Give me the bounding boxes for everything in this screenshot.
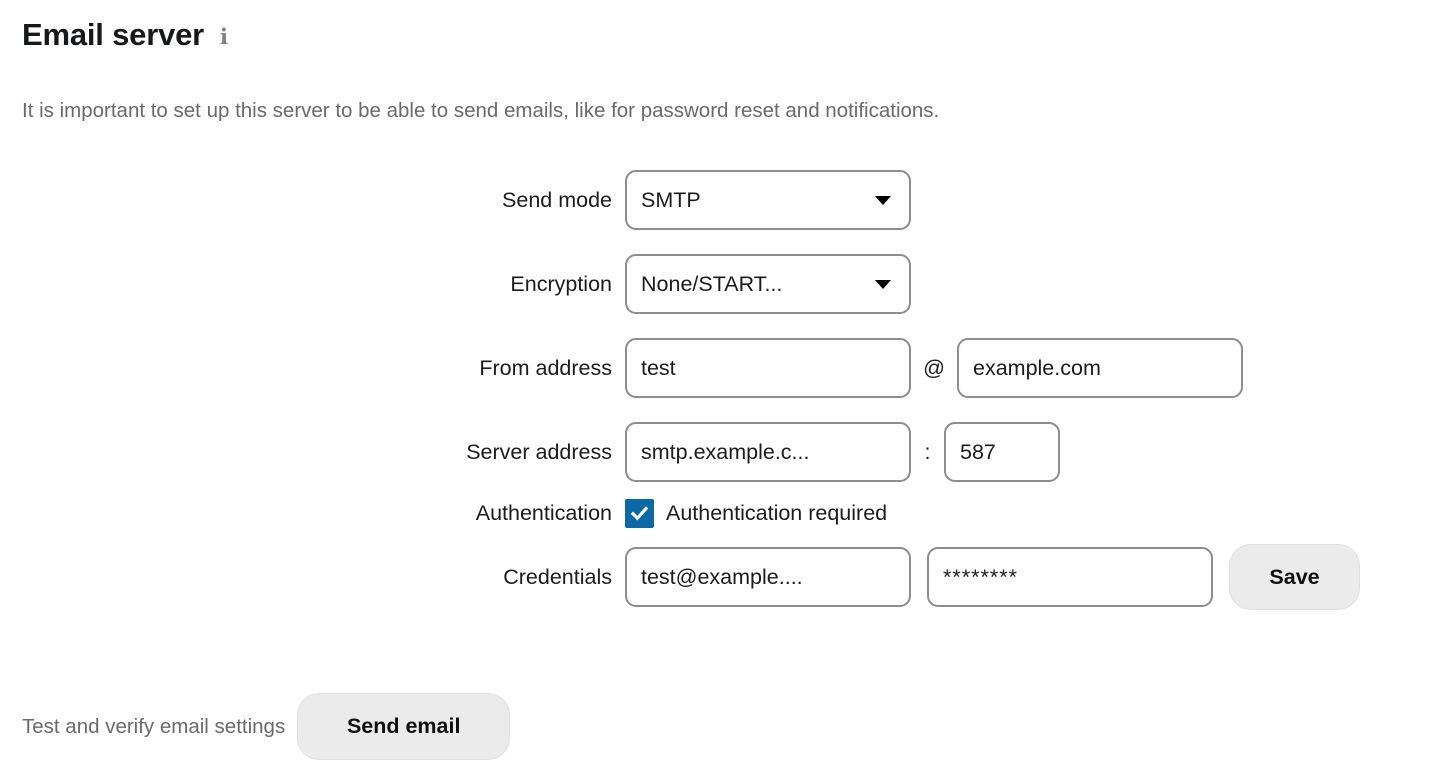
send-mode-select[interactable]: SMTP <box>625 170 911 230</box>
encryption-value: None/START... <box>641 271 783 296</box>
from-address-domain-input[interactable]: example.com <box>957 338 1243 398</box>
send-mode-value: SMTP <box>641 187 701 212</box>
credentials-label: Credentials <box>503 564 612 589</box>
encryption-select[interactable]: None/START... <box>625 254 911 314</box>
credentials-username-input[interactable]: test@example.... <box>625 547 911 607</box>
form-row-send-mode: Send mode SMTP <box>0 170 1448 230</box>
email-server-form: Send mode SMTP Encryption None/START... … <box>0 170 1448 634</box>
authentication-checkbox-group: Authentication required <box>625 498 888 528</box>
encryption-label: Encryption <box>510 271 612 296</box>
page-header: Email server i <box>22 16 230 53</box>
check-icon <box>630 505 649 521</box>
authentication-label: Authentication <box>475 500 612 525</box>
server-address-host-input[interactable]: smtp.example.c... <box>625 422 911 482</box>
chevron-down-icon <box>875 279 891 289</box>
info-icon[interactable]: i <box>220 24 228 50</box>
send-email-button[interactable]: Send email <box>297 693 511 760</box>
form-row-encryption: Encryption None/START... <box>0 254 1448 314</box>
page-description: It is important to set up this server to… <box>22 99 940 122</box>
send-mode-label: Send mode <box>502 187 612 212</box>
colon-separator: : <box>924 439 931 464</box>
server-address-port-input[interactable]: 587 <box>944 422 1060 482</box>
from-address-user-input[interactable]: test <box>625 338 911 398</box>
save-button[interactable]: Save <box>1229 544 1360 610</box>
test-email-row: Test and verify email settings Send emai… <box>22 693 511 760</box>
chevron-down-icon <box>875 195 891 205</box>
server-address-label: Server address <box>466 439 612 464</box>
from-address-label: From address <box>479 355 612 380</box>
credentials-password-input[interactable]: ******** <box>927 547 1213 607</box>
form-row-server-address: Server address smtp.example.c... : 587 <box>0 422 1448 482</box>
form-row-authentication: Authentication Authentication required <box>0 492 1448 534</box>
form-row-credentials: Credentials test@example.... ******** Sa… <box>0 544 1448 610</box>
page-title: Email server <box>22 17 205 52</box>
authentication-required-checkbox[interactable] <box>625 498 654 528</box>
at-separator: @ <box>923 355 945 380</box>
authentication-required-label: Authentication required <box>666 500 888 525</box>
test-email-label: Test and verify email settings <box>22 714 286 738</box>
form-row-from-address: From address test @ example.com <box>0 338 1448 398</box>
